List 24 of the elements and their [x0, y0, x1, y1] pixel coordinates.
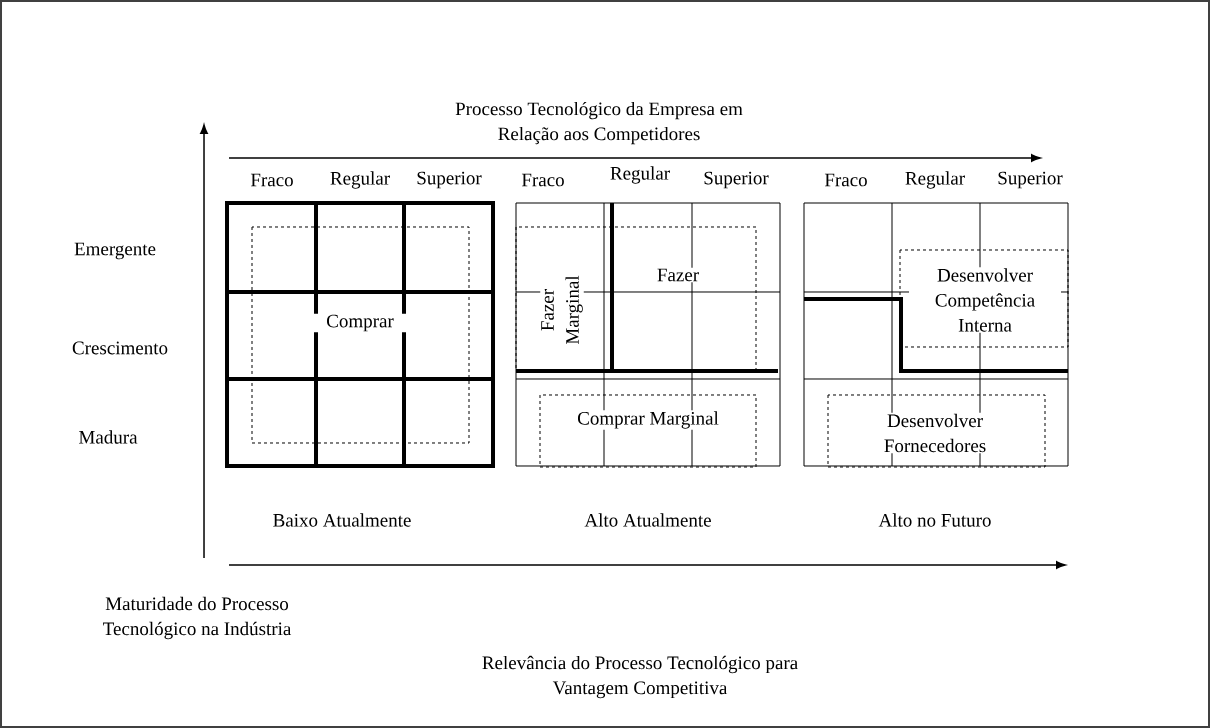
axis-title: Relevância do Processo Tecnológico para Vantagem Competitiva: [482, 655, 798, 699]
panel-caption: Alto Atualmente: [584, 513, 711, 527]
column-header: Regular: [905, 171, 965, 189]
column-header: Superior: [704, 171, 769, 189]
panel-caption: Baixo Atualmente: [273, 513, 411, 527]
region-box: Comprar: [251, 226, 470, 444]
column-header: Fraco: [521, 173, 564, 187]
axis-title: Processo Tecnológico da Empresa em Relação aos Competidores: [455, 101, 743, 145]
panel-caption: Alto no Futuro: [878, 513, 991, 527]
region-box: Fazer: [611, 226, 757, 372]
region-box: Comprar Marginal: [539, 394, 757, 468]
row-label: Emergente: [74, 242, 156, 260]
column-header: Superior: [417, 171, 482, 189]
row-label: Madura: [79, 430, 138, 444]
axis-title: Maturidade do Processo Tecnológico na Indústria: [103, 596, 292, 640]
column-header: Fraco: [824, 173, 867, 187]
column-header: Regular: [330, 171, 390, 189]
column-header: Regular: [610, 166, 670, 184]
row-label: Crescimento: [72, 341, 168, 355]
column-header: Fraco: [250, 173, 293, 187]
region-box: Desenvolver Competência Interna: [899, 249, 1069, 348]
region-box: Fazer Marginal: [515, 226, 613, 372]
column-header: Superior: [998, 171, 1063, 189]
region-box: Desenvolver Fornecedores: [827, 394, 1046, 468]
